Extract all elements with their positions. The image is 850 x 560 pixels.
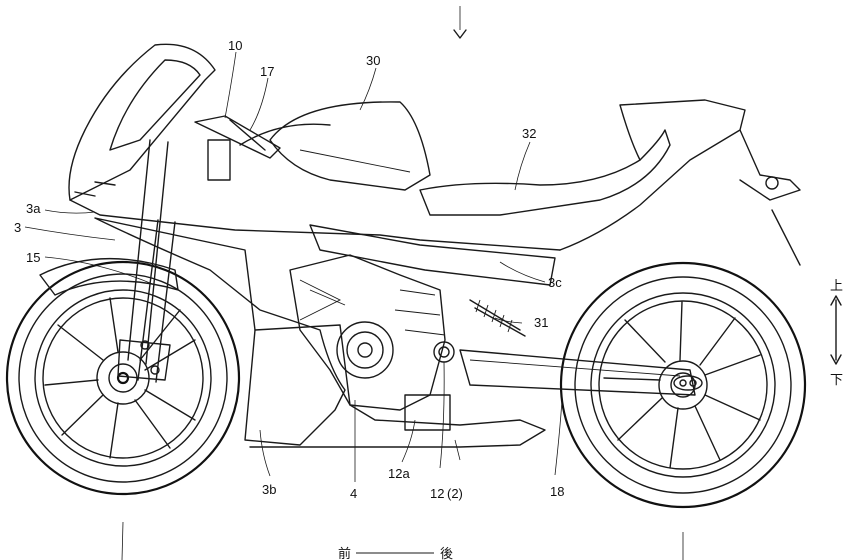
direction-up: 上 [830, 279, 843, 294]
front-wheel [5, 260, 241, 496]
label-18: 18 [550, 484, 564, 499]
label-12a: 12a [388, 466, 410, 481]
label-31: 31 [534, 315, 548, 330]
label-17: 17 [260, 64, 274, 79]
swing-arm [459, 349, 696, 396]
rear-cowl [559, 99, 746, 251]
front-cowl [68, 43, 561, 251]
label-12-2: (2) [447, 486, 463, 501]
up-down-arrow [830, 295, 842, 365]
fuel-tank [269, 101, 431, 191]
handlebar [194, 115, 281, 181]
tail-light [765, 176, 779, 190]
label-4: 4 [350, 486, 357, 501]
label-3c: 3c [548, 275, 562, 290]
label-32: 32 [522, 126, 536, 141]
front-fender [39, 258, 179, 296]
direction-front: 前 [338, 546, 351, 560]
frame [309, 224, 556, 286]
label-12: 12 [430, 486, 444, 501]
front-fork [117, 139, 176, 383]
label-10: 10 [228, 38, 242, 53]
side-cowl [94, 217, 346, 446]
label-3b: 3b [262, 482, 276, 497]
view-arrow [453, 29, 467, 39]
direction-down: 下 [830, 373, 843, 388]
tail-section [739, 129, 801, 201]
engine [289, 254, 451, 431]
label-3: 3 [14, 220, 21, 235]
rear-wheel [559, 261, 807, 509]
direction-rear: 後 [440, 547, 453, 560]
leader-lines [24, 6, 684, 560]
under-cowl [249, 324, 546, 448]
label-15: 15 [26, 250, 40, 265]
label-3a: 3a [26, 201, 41, 216]
rear-shock [469, 299, 526, 337]
label-30: 30 [366, 53, 380, 68]
